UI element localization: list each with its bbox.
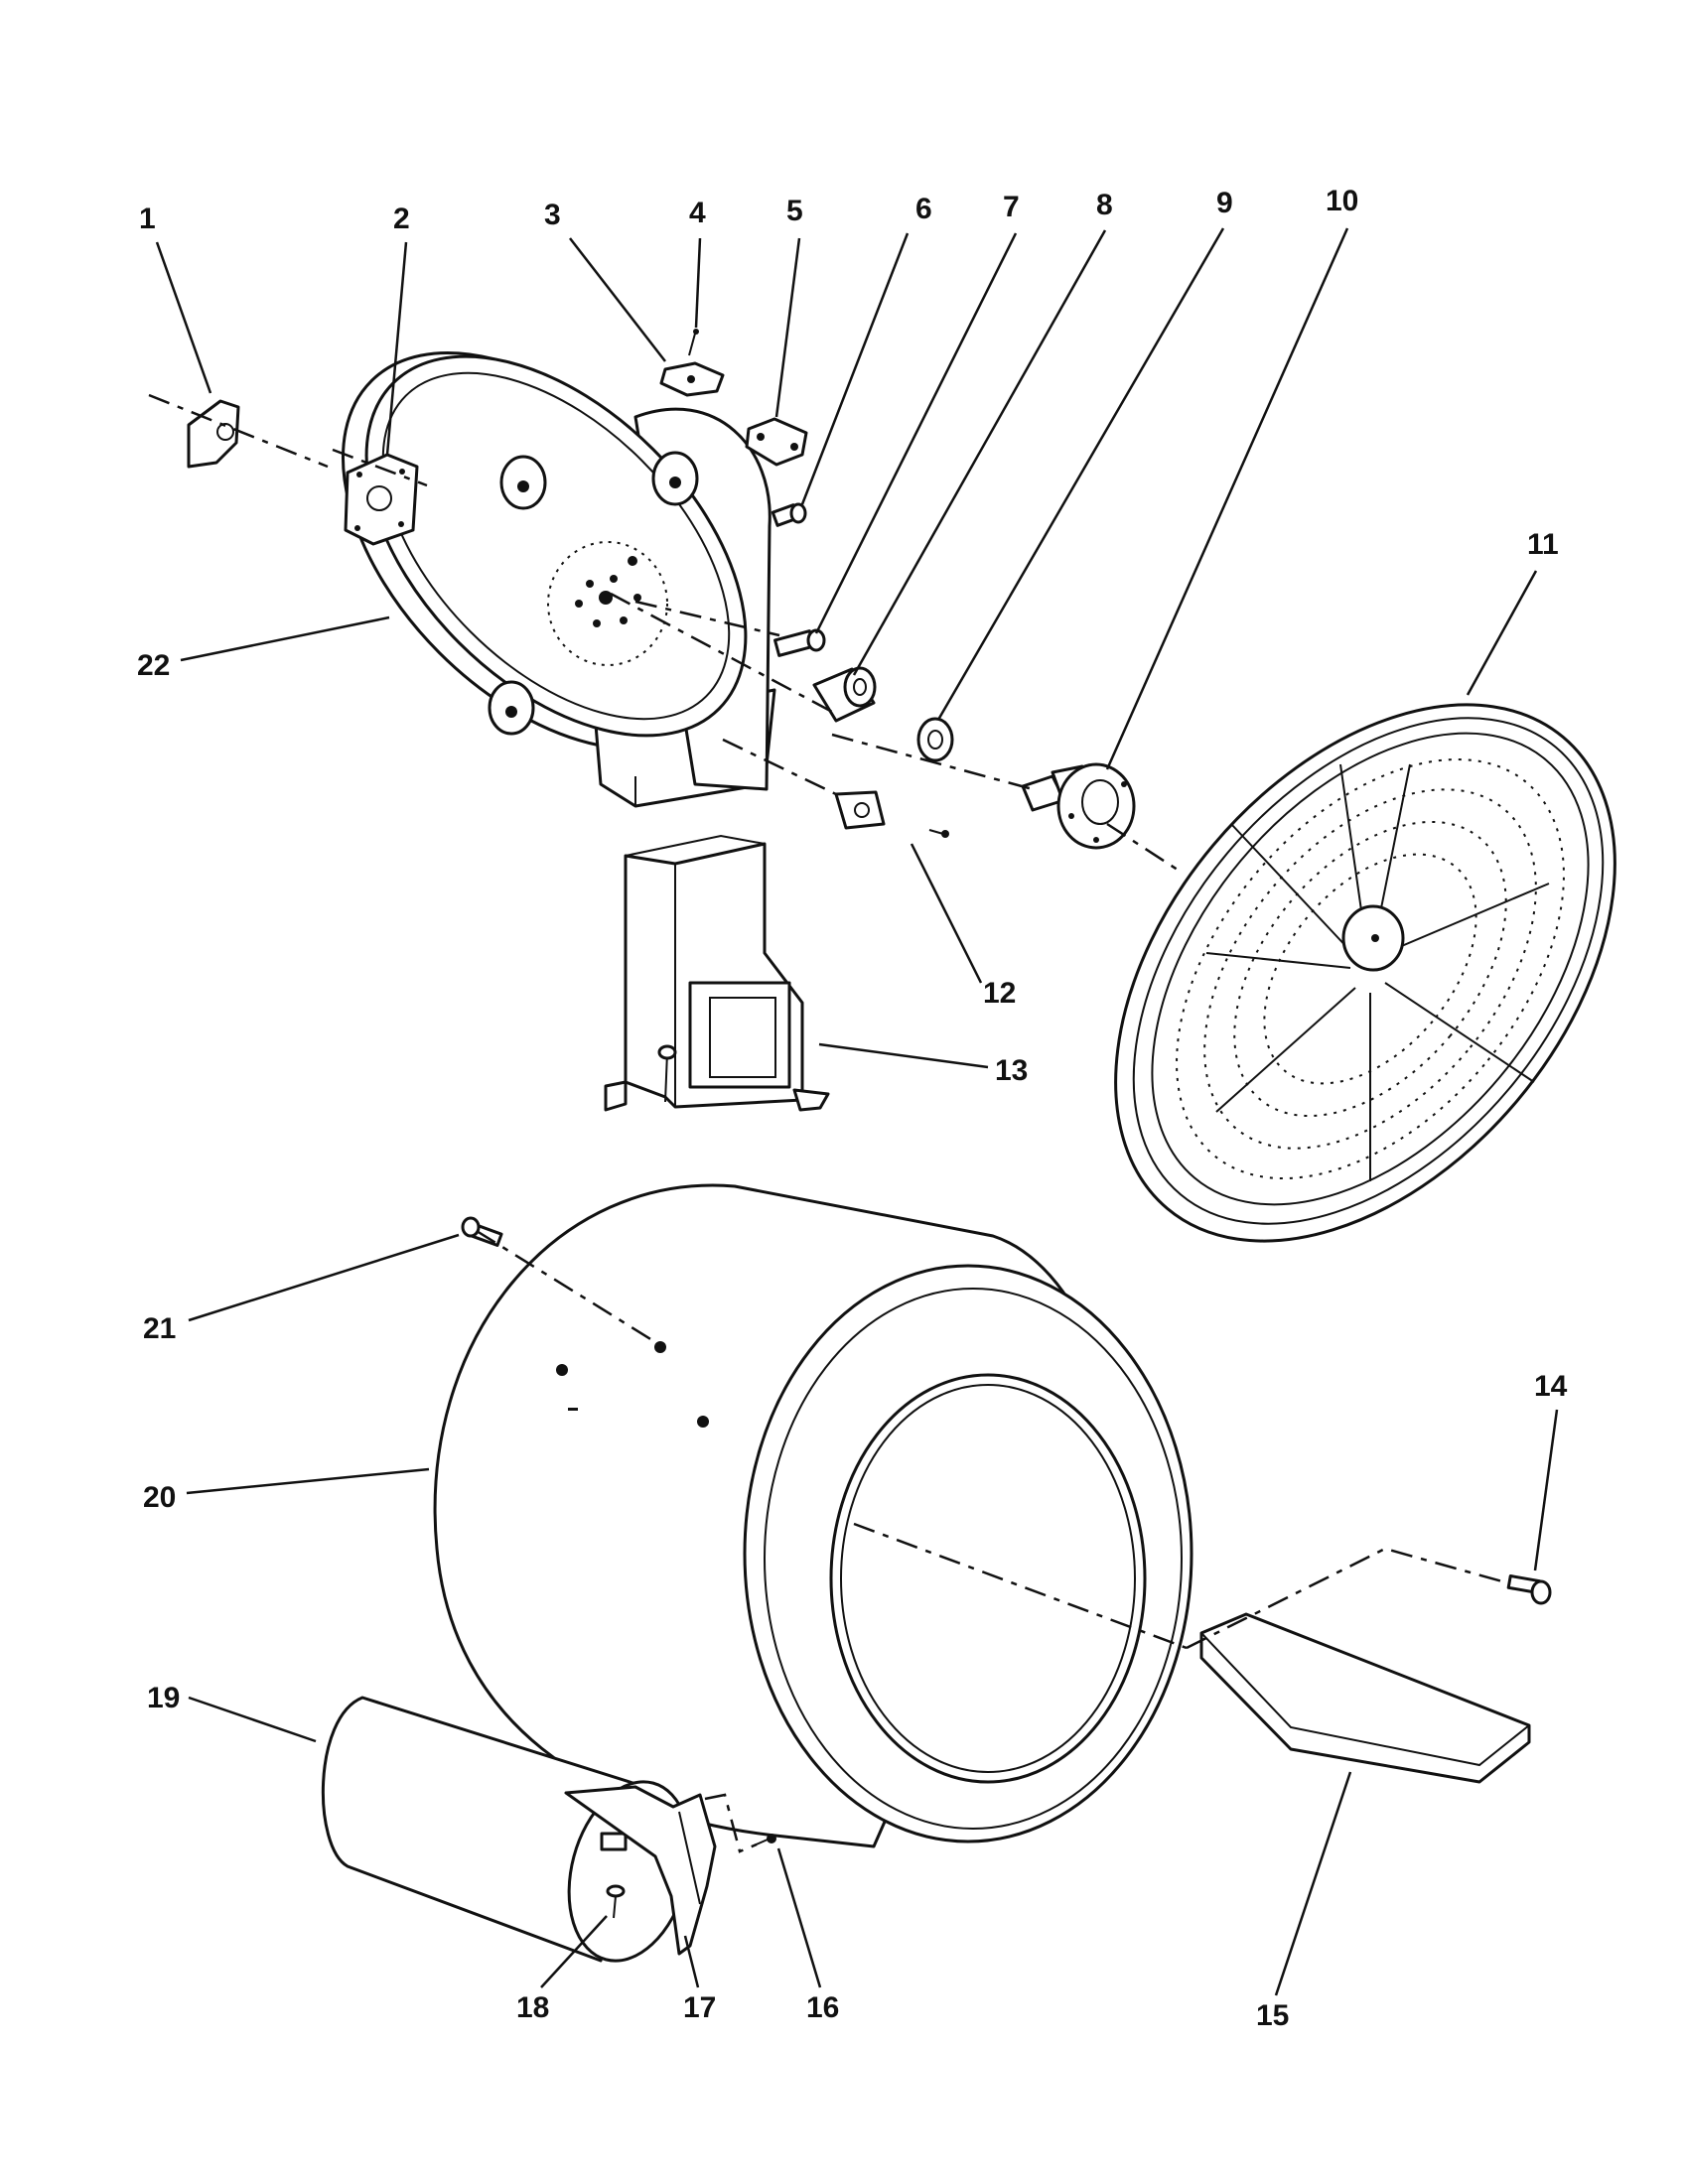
callout-11: 11 — [1527, 528, 1559, 561]
clip — [745, 417, 808, 467]
screw — [461, 1216, 503, 1247]
duct — [604, 834, 830, 1112]
screw — [688, 329, 699, 356]
callout-17: 17 — [683, 1991, 716, 2024]
clip — [659, 361, 725, 397]
callout-18: 18 — [516, 1991, 549, 2024]
callout-10: 10 — [1326, 185, 1358, 217]
bracket — [564, 1785, 717, 1956]
callout-22: 22 — [137, 649, 170, 682]
callout-13: 13 — [995, 1054, 1028, 1087]
bearing — [812, 666, 877, 723]
leader-lines — [155, 227, 1559, 1996]
callout-12: 12 — [983, 977, 1016, 1010]
bulkhead — [342, 351, 776, 808]
callout-4: 4 — [689, 197, 706, 229]
baffle — [1199, 1612, 1531, 1784]
callout-2: 2 — [393, 203, 410, 235]
callout-16: 16 — [806, 1991, 839, 2024]
alignment-lines — [148, 393, 1510, 1853]
callout-15: 15 — [1256, 1999, 1289, 2032]
callout-14: 14 — [1534, 1370, 1568, 1403]
callout-20: 20 — [143, 1481, 176, 1514]
screw — [773, 628, 826, 657]
drum — [433, 1183, 1193, 1848]
callout-9: 9 — [1216, 187, 1233, 219]
shaft — [1021, 762, 1136, 850]
screw — [1506, 1573, 1552, 1605]
screw — [606, 1884, 626, 1919]
callout-19: 19 — [147, 1682, 180, 1714]
washer — [916, 717, 954, 762]
callout-3: 3 — [544, 199, 561, 231]
bracket — [187, 399, 240, 469]
callout-5: 5 — [786, 195, 803, 227]
callout-8: 8 — [1096, 189, 1113, 221]
drum-back — [1114, 703, 1616, 1243]
callout-7: 7 — [1003, 191, 1020, 223]
screw — [771, 502, 807, 527]
callout-1: 1 — [139, 203, 156, 235]
callout-21: 21 — [143, 1312, 176, 1345]
callout-6: 6 — [915, 193, 932, 225]
bracket — [834, 790, 949, 838]
callout-labels: 1 2 3 4 5 6 7 8 9 10 11 12 13 14 15 16 1… — [137, 185, 1568, 2032]
